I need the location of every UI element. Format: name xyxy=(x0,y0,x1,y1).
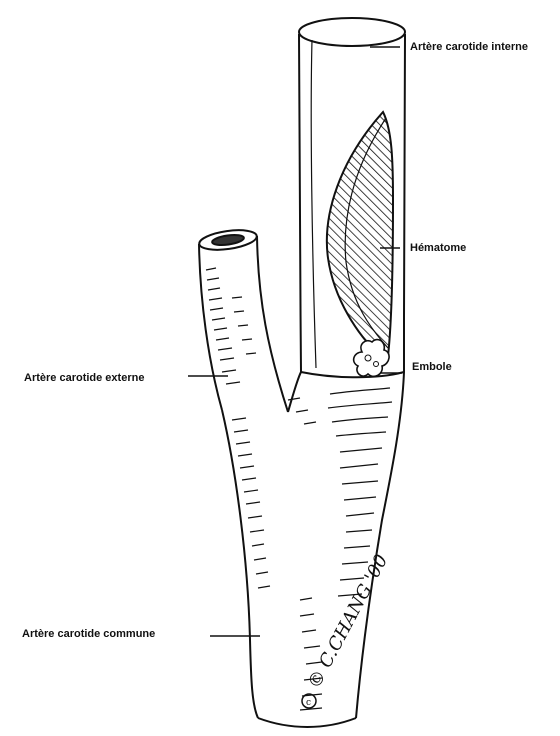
hematoma xyxy=(327,112,393,356)
external-carotid-artery xyxy=(198,227,288,412)
label-external-carotid: Artère carotide externe xyxy=(24,373,144,384)
label-internal-carotid: Artère carotide interne xyxy=(410,42,528,53)
signature-text: © C.CHANG '00 xyxy=(304,551,392,692)
label-common-carotid: Artère carotide commune xyxy=(22,629,155,640)
label-embolus: Embole xyxy=(412,362,452,373)
embolus xyxy=(354,340,389,377)
external-carotid-shading xyxy=(206,268,256,384)
label-hematoma: Hématome xyxy=(410,243,466,254)
common-carotid-shading xyxy=(232,388,392,710)
svg-text:c: c xyxy=(306,698,311,708)
